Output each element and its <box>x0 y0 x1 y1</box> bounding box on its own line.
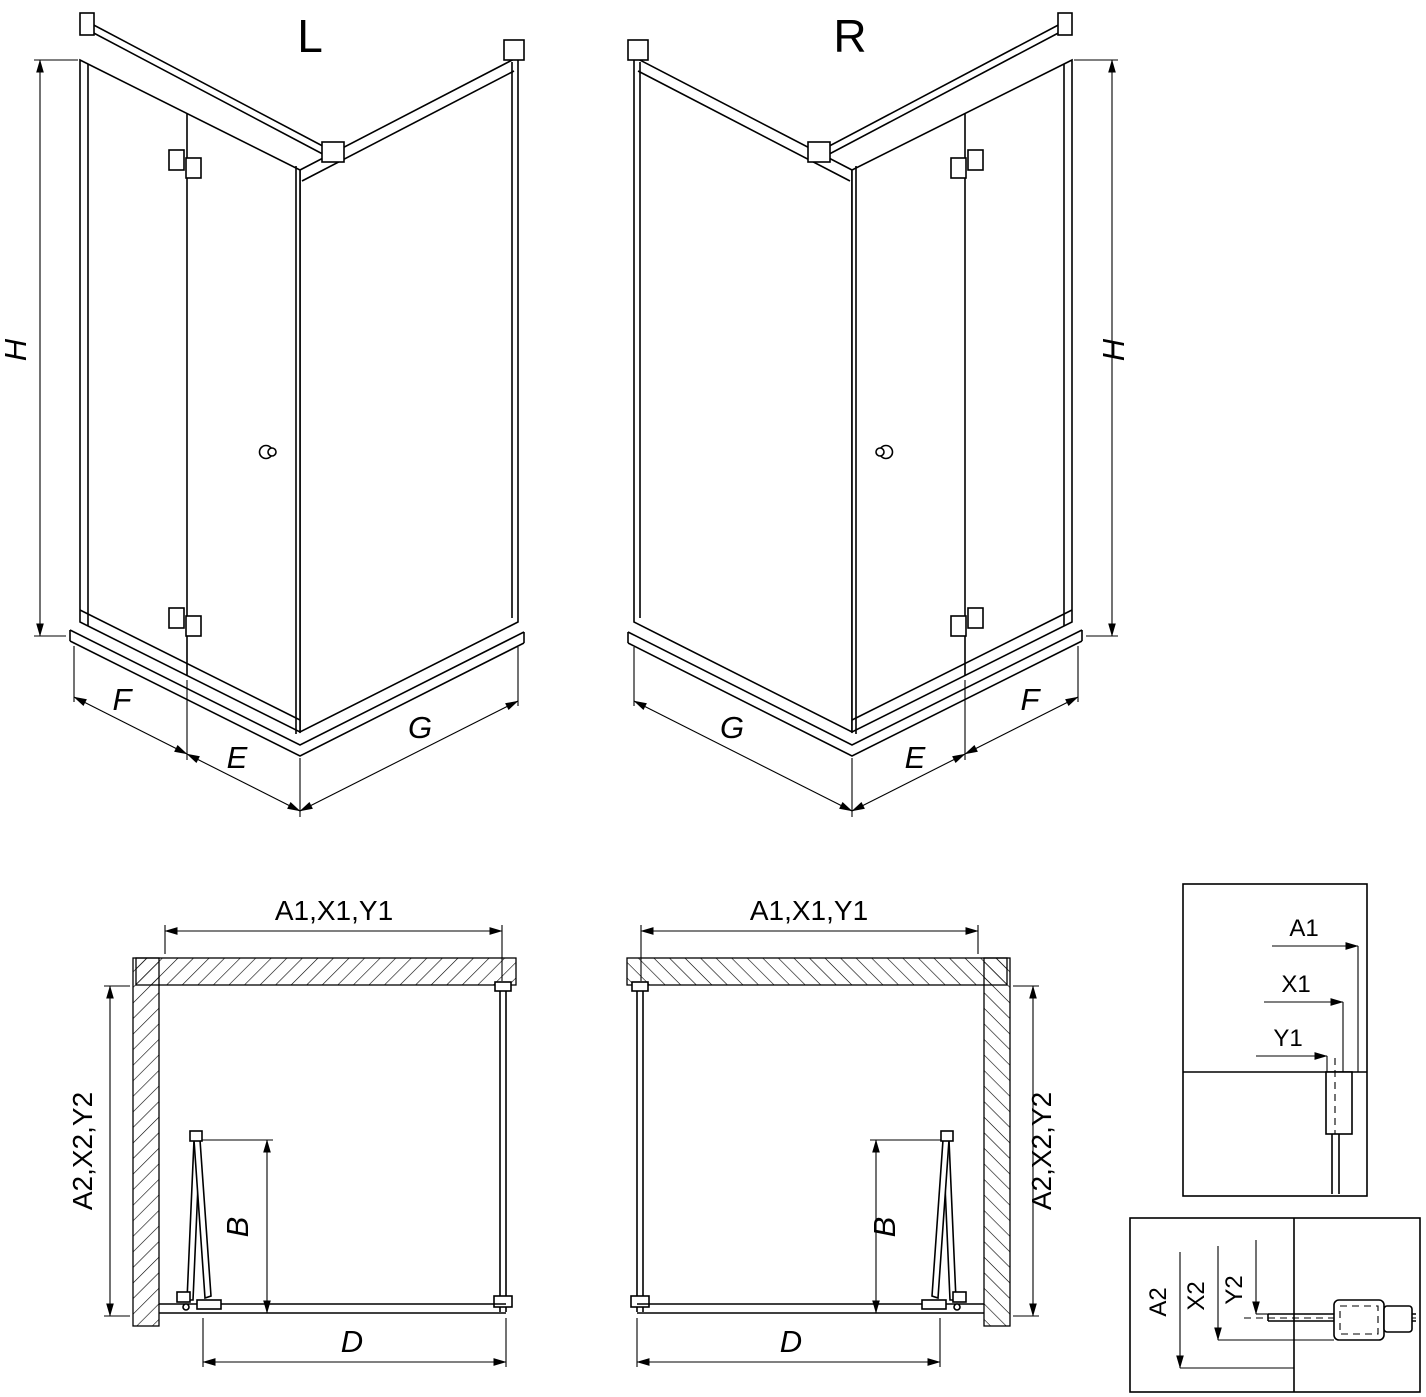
plan-right-dim-top: A1,X1,Y1 <box>750 895 868 926</box>
dim-label-height-left: H <box>0 338 33 361</box>
detail-bottom-label-y2: Y2 <box>1221 1275 1248 1304</box>
plan-left-dim-top: A1,X1,Y1 <box>275 895 393 926</box>
plan-right-dim-side: A2,X2,Y2 <box>1026 1092 1057 1210</box>
detail-top-label-a1: A1 <box>1289 915 1318 942</box>
plan-right-dim-door-depth: B <box>867 1217 902 1238</box>
dim-label-door-right: E <box>905 740 926 775</box>
plan-right-dim-bottom: D <box>780 1324 802 1359</box>
dim-label-height-right: H <box>1096 338 1131 361</box>
detail-top-label-y1: Y1 <box>1273 1025 1302 1052</box>
right-plan-view <box>627 925 1039 1367</box>
plan-left-dim-side: A2,X2,Y2 <box>67 1092 98 1210</box>
detail-bottom-label-a2: A2 <box>1145 1287 1172 1316</box>
left-plan-view <box>104 925 516 1367</box>
detail-bottom-label-x2: X2 <box>1183 1281 1210 1310</box>
view-label-right: R <box>833 10 866 62</box>
detail-box-top <box>1182 883 1368 1197</box>
left-3d-view <box>34 13 524 817</box>
dim-label-front-fixed-left: F <box>113 682 134 717</box>
dim-label-side-right: G <box>720 710 744 745</box>
view-label-left: L <box>297 10 323 62</box>
plan-left-dim-bottom: D <box>341 1324 363 1359</box>
dim-label-front-fixed-right: F <box>1021 682 1042 717</box>
detail-box-bottom <box>1129 1217 1421 1393</box>
right-3d-view <box>628 13 1118 817</box>
dim-label-side-left: G <box>408 710 432 745</box>
dim-label-door-left: E <box>227 740 248 775</box>
detail-top-label-x1: X1 <box>1281 971 1310 998</box>
plan-left-dim-door-depth: B <box>220 1217 255 1238</box>
